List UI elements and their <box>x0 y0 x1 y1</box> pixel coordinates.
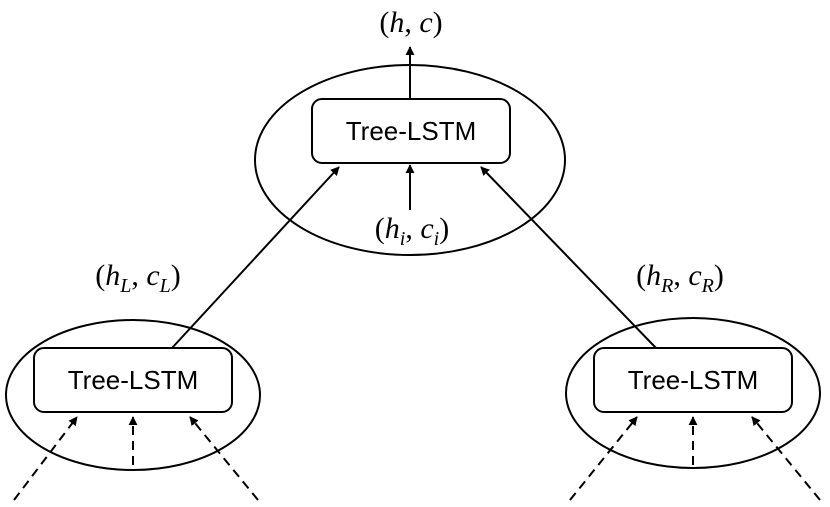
left-input-arrow-3 <box>189 416 259 501</box>
left-to-root-edge <box>171 166 340 349</box>
left-child-inputs <box>13 416 259 501</box>
left-edge-label: (hL, cL) <box>95 259 181 297</box>
root-output-label: (h, c) <box>379 6 442 39</box>
right-edge-label: (hR, cR) <box>636 259 724 297</box>
right-input-arrow-3 <box>751 416 821 501</box>
left-input-arrow-1 <box>13 416 78 501</box>
right-child-box-label: Tree-LSTM <box>628 365 759 395</box>
left-child-node: Tree-LSTM <box>5 319 261 471</box>
left-child-box <box>33 347 233 413</box>
root-input-label: (hi, ci) <box>375 212 449 250</box>
root-box-label: Tree-LSTM <box>346 116 477 146</box>
root-node: Tree-LSTM <box>254 64 566 256</box>
left-child-ellipse <box>5 319 261 471</box>
right-input-arrow-1 <box>569 416 638 501</box>
left-child-box-label: Tree-LSTM <box>68 365 199 395</box>
right-child-node: Tree-LSTM <box>565 317 821 469</box>
right-child-ellipse <box>565 317 821 469</box>
right-child-inputs <box>569 416 821 501</box>
right-to-root-edge <box>480 166 657 349</box>
right-child-box <box>593 347 793 413</box>
